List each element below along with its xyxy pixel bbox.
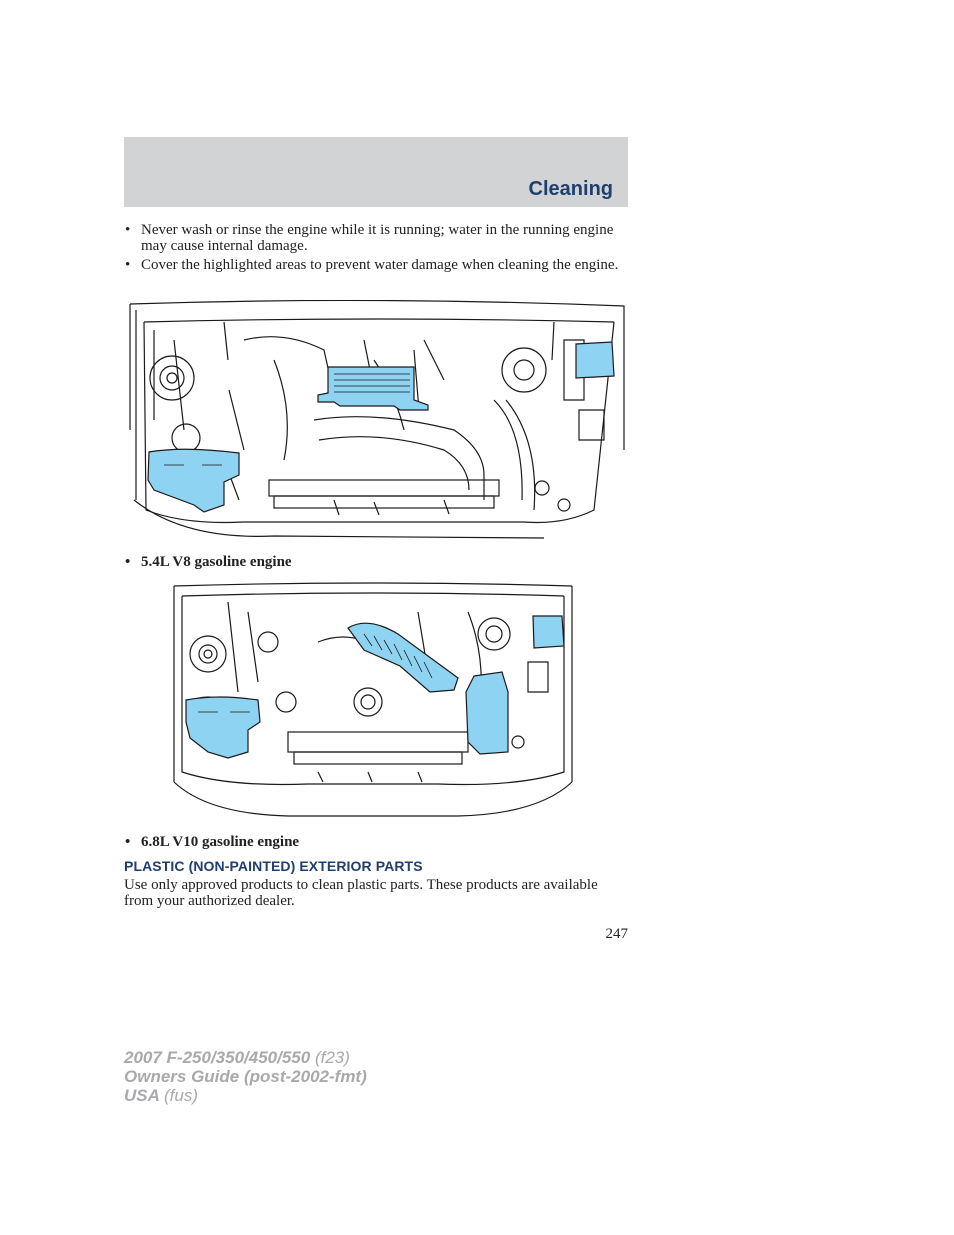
caption-text: 6.8L V10 gasoline engine [141,834,300,850]
bullet-text: Cover the highlighted areas to prevent w… [141,257,619,273]
figure-caption: • 6.8L V10 gasoline engine [124,834,624,850]
page-number: 247 [605,926,629,942]
footer-line-1: 2007 F-250/350/450/550 (f23) [124,1048,367,1067]
engine-diagram-v10 [173,582,573,817]
caption-text: 5.4L V8 gasoline engine [141,554,292,570]
bullet-icon: • [125,834,131,850]
footer-line-2: Owners Guide (post-2002-fmt) [124,1067,367,1086]
document-footer: 2007 F-250/350/450/550 (f23) Owners Guid… [124,1048,367,1105]
section-heading: PLASTIC (NON-PAINTED) EXTERIOR PARTS [124,858,423,874]
footer-market-code: (fus) [164,1086,198,1105]
footer-line-3: USA (fus) [124,1086,367,1105]
bullet-text: Never wash or rinse the engine while it … [141,222,614,254]
bullet-icon: • [125,257,131,273]
section-header-band: Cleaning [124,137,628,207]
figure-caption: • 5.4L V8 gasoline engine [124,554,624,570]
footer-model-code: (f23) [314,1048,350,1067]
footer-model: 2007 F-250/350/450/550 [124,1048,311,1067]
footer-market: USA [124,1086,160,1105]
bullet-icon: • [125,554,131,570]
section-title: Cleaning [528,178,613,200]
section-paragraph: Use only approved products to clean plas… [124,877,598,909]
bullet-item: • Cover the highlighted areas to prevent… [124,257,624,273]
bullet-icon: • [125,222,131,238]
bullet-item: • Never wash or rinse the engine while i… [124,222,624,254]
engine-diagram-v8 [129,300,625,539]
